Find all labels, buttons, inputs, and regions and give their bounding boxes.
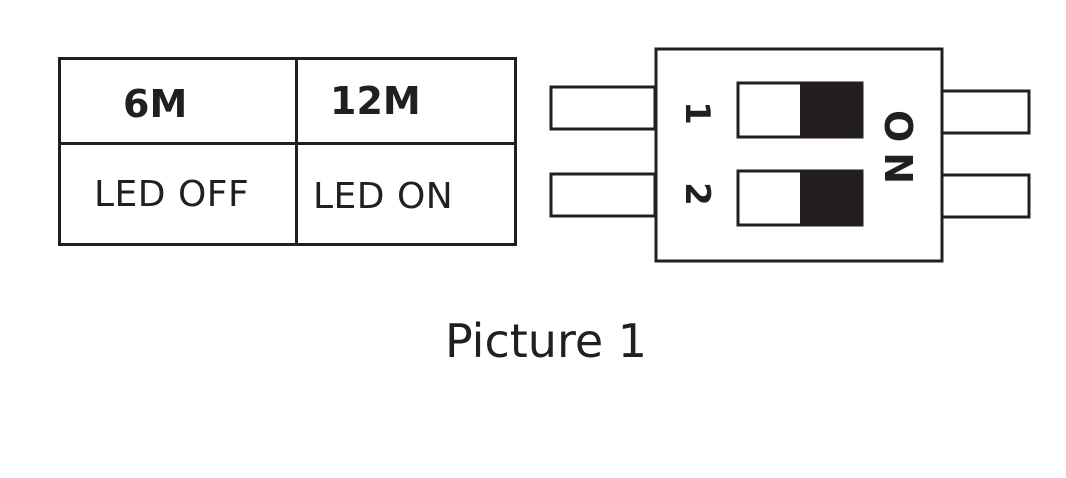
header-12m: 12M (298, 60, 514, 145)
toggle-2-knob (800, 171, 862, 225)
toggle-1-knob (800, 83, 862, 137)
setting-table: 6M 12M LED OFF LED ON (58, 57, 517, 246)
pin-right-1 (940, 89, 1031, 135)
header-6m: 6M (61, 60, 298, 145)
value-led-off: LED OFF (61, 145, 298, 243)
on-label: ON (876, 110, 920, 194)
pin-left-1 (549, 85, 657, 131)
value-led-on: LED ON (313, 175, 454, 217)
pin-left-2 (549, 172, 657, 218)
position-label-1: 1 (677, 101, 717, 125)
pin-right-2 (940, 173, 1031, 219)
position-label-2: 2 (677, 182, 717, 206)
caption: Picture 1 (444, 314, 648, 368)
